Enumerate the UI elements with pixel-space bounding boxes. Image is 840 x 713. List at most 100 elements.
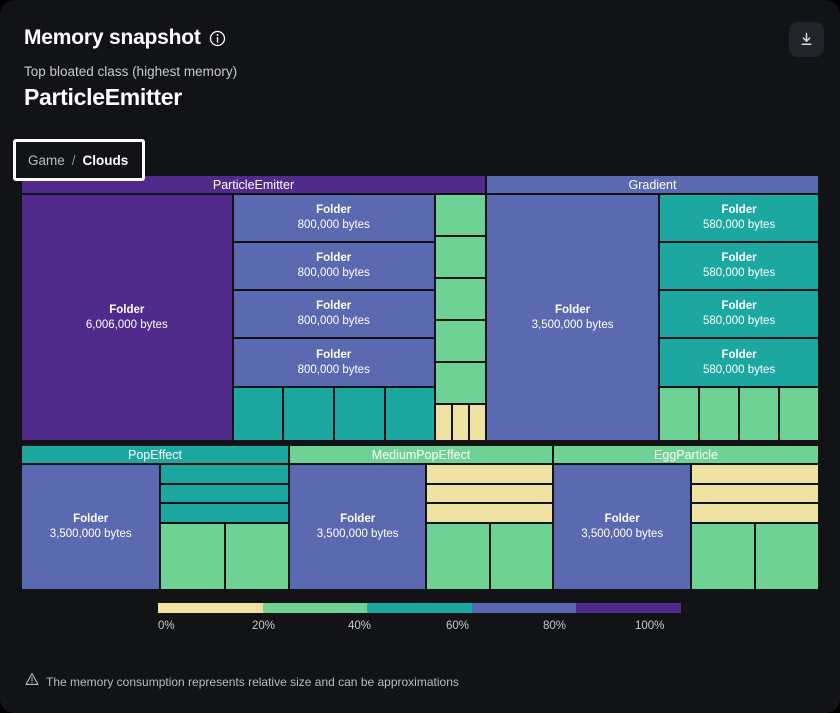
treemap-group-header-popeffect[interactable]: PopEffect: [21, 445, 289, 464]
treemap-cell[interactable]: [434, 361, 486, 404]
treemap-cell[interactable]: [426, 464, 553, 484]
treemap-cell[interactable]: [384, 386, 435, 441]
treemap-cell[interactable]: Folder 800,000 bytes: [232, 194, 435, 243]
legend-band-60-80: [471, 603, 577, 613]
treemap-cell[interactable]: [426, 522, 490, 590]
treemap-cell-label: Folder: [316, 204, 352, 217]
treemap-cell[interactable]: [434, 194, 486, 236]
treemap-cell-value: 800,000 bytes: [297, 363, 370, 376]
treemap-cell[interactable]: Folder 580,000 bytes: [659, 194, 819, 243]
treemap-cell[interactable]: [699, 386, 740, 441]
treemap-cell-label: Folder: [555, 303, 591, 316]
breadcrumb: Game / Clouds: [13, 139, 145, 181]
treemap-cell-label: Folder: [340, 513, 376, 525]
treemap-cell[interactable]: Folder 3,500,000 bytes: [486, 194, 660, 441]
treemap-group-header-mediumpopeffect[interactable]: MediumPopEffect: [289, 445, 553, 464]
treemap-cell[interactable]: [224, 522, 289, 590]
treemap-cell[interactable]: [434, 403, 453, 441]
treemap-cell-value: 6,006,000 bytes: [85, 318, 168, 331]
treemap-cell-value: 800,000 bytes: [297, 219, 370, 232]
download-button[interactable]: [789, 22, 824, 57]
treemap-cell-value: 3,500,000 bytes: [49, 528, 132, 540]
footer-note: The memory consumption represents relati…: [25, 672, 459, 691]
treemap-group-body: Folder 3,500,000 bytes: [553, 464, 819, 590]
treemap-cell[interactable]: Folder 3,500,000 bytes: [21, 464, 161, 590]
treemap-group-header-eggparticle[interactable]: EggParticle: [553, 445, 819, 464]
treemap-cell[interactable]: [426, 503, 553, 523]
treemap-cell[interactable]: Folder 6,006,000 bytes: [21, 194, 233, 441]
legend-band-80-100: [576, 603, 681, 613]
legend-tick-80: 80%: [543, 620, 567, 632]
warning-triangle-icon: [25, 672, 39, 691]
breadcrumb-item-clouds[interactable]: Clouds: [82, 152, 129, 168]
treemap-cell-label: Folder: [721, 204, 757, 217]
treemap-cell[interactable]: [779, 386, 819, 441]
legend-band-20-40: [262, 603, 368, 613]
treemap-cell[interactable]: [691, 522, 756, 590]
treemap-cell-value: 580,000 bytes: [702, 219, 776, 232]
info-circle-icon[interactable]: [209, 30, 226, 47]
legend-tick-0: 0%: [158, 620, 175, 632]
treemap-cell-value: 580,000 bytes: [702, 315, 776, 328]
treemap-cell-value: 580,000 bytes: [702, 267, 776, 280]
breadcrumb-item-game[interactable]: Game: [28, 152, 65, 168]
legend-tick-20: 20%: [252, 620, 276, 632]
treemap-cell[interactable]: [160, 522, 225, 590]
treemap-cell[interactable]: [469, 403, 486, 441]
treemap-cell[interactable]: [691, 483, 819, 504]
treemap-cell-value: 580,000 bytes: [702, 363, 776, 376]
subtitle: Top bloated class (highest memory): [24, 64, 238, 79]
treemap-cell[interactable]: [659, 386, 700, 441]
page-title: Memory snapshot: [24, 26, 201, 49]
treemap-cell[interactable]: [426, 483, 553, 504]
treemap-cell-value: 3,500,000 bytes: [531, 318, 614, 331]
treemap-cell-value: 3,500,000 bytes: [316, 528, 399, 540]
treemap-cell[interactable]: [434, 235, 486, 278]
treemap-cell[interactable]: [160, 483, 289, 504]
treemap-cell[interactable]: Folder 3,500,000 bytes: [289, 464, 427, 590]
treemap-cell-value: 800,000 bytes: [297, 267, 370, 280]
treemap-cell[interactable]: [333, 386, 385, 441]
treemap-cell[interactable]: Folder 580,000 bytes: [659, 242, 819, 291]
legend: 0% 20% 40% 60% 80% 100%: [158, 603, 681, 636]
treemap-cell[interactable]: [232, 386, 284, 441]
treemap-cell-label: Folder: [604, 513, 640, 525]
legend-band-40-60: [367, 603, 472, 613]
treemap-cell[interactable]: [755, 522, 819, 590]
treemap-cell[interactable]: [434, 277, 486, 320]
treemap-cell[interactable]: [160, 464, 289, 484]
treemap-cell-label: Folder: [73, 513, 109, 525]
treemap-group-header-gradient[interactable]: Gradient: [486, 175, 819, 194]
treemap-cell[interactable]: [283, 386, 334, 441]
legend-band-0-20: [158, 603, 263, 613]
treemap-cell[interactable]: [434, 319, 486, 362]
treemap-cell[interactable]: Folder 3,500,000 bytes: [553, 464, 692, 590]
title-row: Memory snapshot: [24, 26, 816, 50]
treemap-cell-value: 800,000 bytes: [297, 315, 370, 328]
treemap-cell-label: Folder: [109, 303, 145, 316]
legend-tick-100: 100%: [635, 620, 665, 632]
breadcrumb-separator: /: [71, 152, 76, 168]
treemap-cell[interactable]: [489, 522, 553, 590]
treemap-cell-value: 3,500,000 bytes: [581, 528, 664, 540]
treemap-cell[interactable]: [739, 386, 780, 441]
treemap-cell-label: Folder: [721, 252, 757, 265]
treemap-cell[interactable]: [160, 503, 289, 523]
treemap-cell[interactable]: [452, 403, 470, 441]
top-bloated-class-name: ParticleEmitter: [24, 84, 182, 110]
treemap-cell[interactable]: [691, 464, 819, 484]
treemap-cell[interactable]: [691, 503, 819, 523]
